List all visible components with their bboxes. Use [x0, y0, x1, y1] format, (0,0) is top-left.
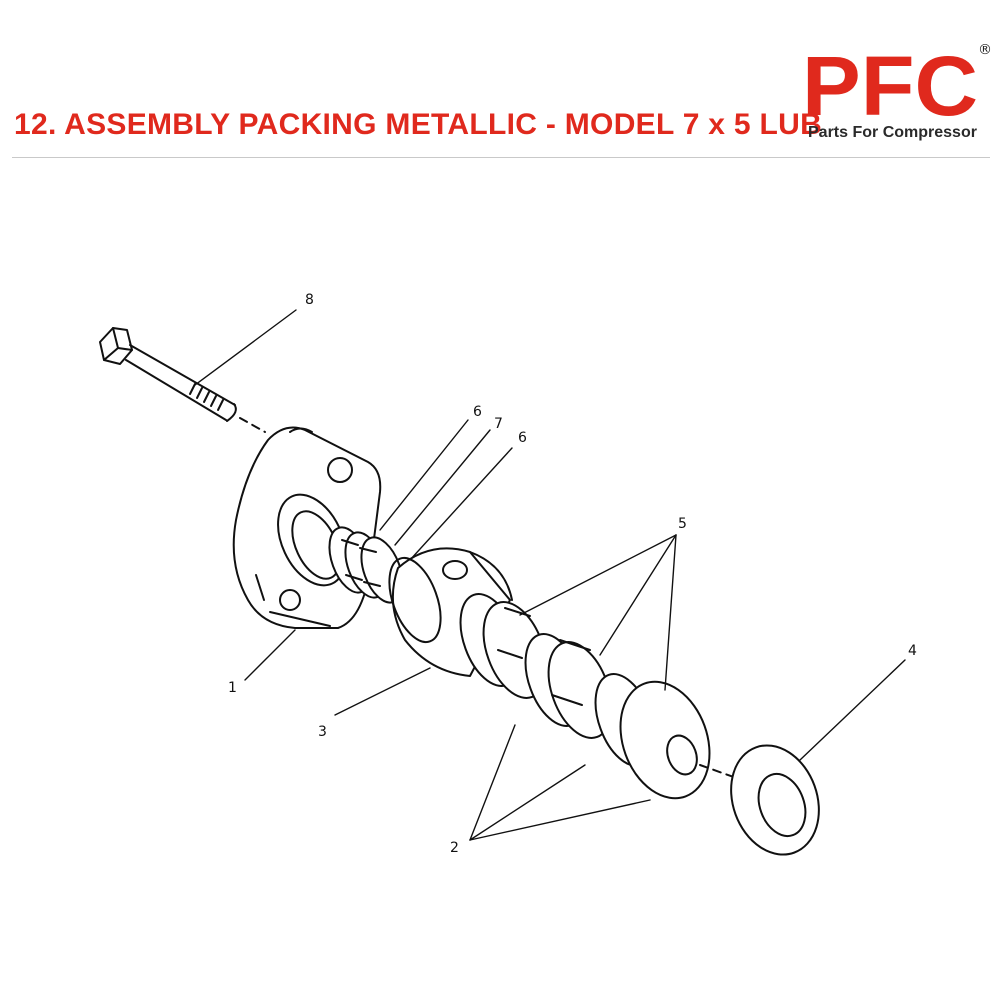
- pfc-logo: PFC ® Parts For Compressor: [800, 40, 995, 150]
- callout-7: 7: [494, 416, 503, 432]
- callout-1: 1: [228, 680, 237, 696]
- leader-lines: [194, 309, 906, 841]
- logo-tagline: Parts For Compressor: [808, 124, 977, 141]
- bolt-part-8: [99, 327, 266, 433]
- logo-letters: PFC: [802, 40, 978, 125]
- exploded-assembly-drawing: 8 6 7 6 5 4 1 3 2: [99, 292, 917, 856]
- callout-2: 2: [450, 840, 459, 856]
- callout-8: 8: [305, 292, 314, 308]
- pfc-logo-mark: PFC ®: [802, 40, 992, 125]
- packing-cup-stack-parts-2-5: [459, 593, 743, 800]
- callout-3: 3: [318, 724, 327, 740]
- washer-part-4: [730, 744, 820, 856]
- callout-5: 5: [678, 516, 687, 532]
- callout-6-upper: 6: [473, 404, 482, 420]
- ring-cluster-parts-6-7: [328, 526, 404, 604]
- title-divider: [12, 157, 990, 158]
- page-title: 12. ASSEMBLY PACKING METALLIC - MODEL 7 …: [14, 108, 823, 141]
- callout-6-lower: 6: [518, 430, 527, 446]
- callout-4: 4: [908, 643, 917, 659]
- registered-mark: ®: [978, 42, 992, 58]
- flange-part-1: [232, 426, 382, 629]
